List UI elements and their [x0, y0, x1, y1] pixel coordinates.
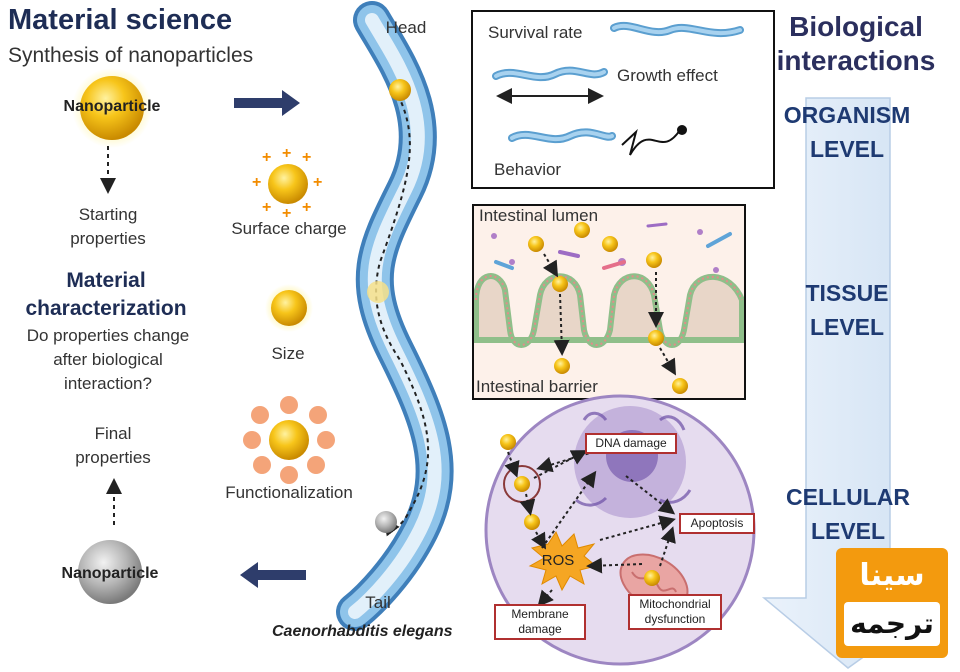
synthesis-subtitle: Synthesis of nanoparticles — [8, 44, 254, 67]
svg-text:+: + — [282, 205, 291, 222]
starting-properties-label: Starting properties — [70, 205, 146, 248]
nanoparticle-top — [80, 76, 144, 140]
nanoparticle-bottom — [78, 540, 142, 604]
functionalization-np — [269, 420, 309, 460]
membrane-damage-tag: Membrane damage — [494, 604, 586, 640]
intestinal-lumen-label: Intestinal lumen — [479, 206, 599, 225]
ros-burst-icon — [528, 530, 598, 592]
svg-text:+: + — [282, 145, 291, 162]
nanoparticle-bottom-label: Nanoparticle — [61, 565, 159, 582]
size-label: Size — [271, 344, 305, 363]
tissue-box-graphics — [473, 206, 745, 398]
organism-box-graphics — [492, 21, 744, 156]
movement-track-icon — [621, 128, 681, 156]
survival-rate-label: Survival rate — [488, 23, 583, 42]
arrow-right-icon — [234, 90, 300, 116]
characterization-question: Do properties change after biological in… — [26, 326, 190, 393]
organism-level-box — [471, 10, 775, 189]
ros-label: ROS — [541, 552, 575, 569]
svg-text:+: + — [262, 199, 271, 216]
surface-charge-label: Surface charge — [231, 219, 347, 238]
svg-text:+: + — [302, 199, 311, 216]
species-label: Caenorhabditis elegans — [272, 623, 453, 640]
svg-text:+: + — [262, 149, 271, 166]
worm-tail-label: Tail — [365, 593, 391, 612]
size-np — [271, 290, 307, 326]
logo-line2-box: ترجمه — [844, 602, 940, 646]
tissue-level-label: TISSUE LEVEL — [805, 280, 889, 340]
plus-charges-icon: +++ ++ +++ — [252, 145, 322, 222]
growth-effect-label: Growth effect — [617, 66, 718, 85]
apoptosis-tag: Apoptosis — [679, 513, 755, 534]
functionalization-ligands — [243, 396, 335, 484]
behavior-label: Behavior — [494, 160, 562, 179]
logo-line2: ترجمه — [850, 607, 934, 640]
nanoparticle-top-label: Nanoparticle — [63, 98, 161, 115]
worm-head-label: Head — [385, 18, 427, 37]
intestinal-barrier-label: Intestinal barrier — [476, 377, 598, 396]
biological-interactions-title: Biological interactions — [776, 11, 936, 76]
arrow-left-icon — [240, 562, 306, 588]
svg-text:+: + — [252, 174, 261, 191]
material-science-title: Material science — [8, 4, 233, 36]
organism-level-label: ORGANISM LEVEL — [783, 102, 911, 162]
dna-damage-tag: DNA damage — [585, 433, 677, 454]
worm-body — [336, 1, 454, 631]
surface-charge-np — [268, 164, 308, 204]
logo-line1: سینا — [859, 558, 925, 593]
sina-tarjome-logo: سینا ترجمه — [836, 548, 948, 658]
material-characterization-title: Material characterization — [25, 269, 187, 320]
final-properties-label: Final properties — [75, 424, 151, 467]
cellular-level-label: CELLULAR LEVEL — [786, 484, 910, 544]
functionalization-label: Functionalization — [225, 483, 353, 502]
svg-text:+: + — [313, 174, 322, 191]
mitochondrial-dysfunction-tag: Mitochondrial dysfunction — [628, 594, 722, 630]
svg-text:+: + — [302, 149, 311, 166]
